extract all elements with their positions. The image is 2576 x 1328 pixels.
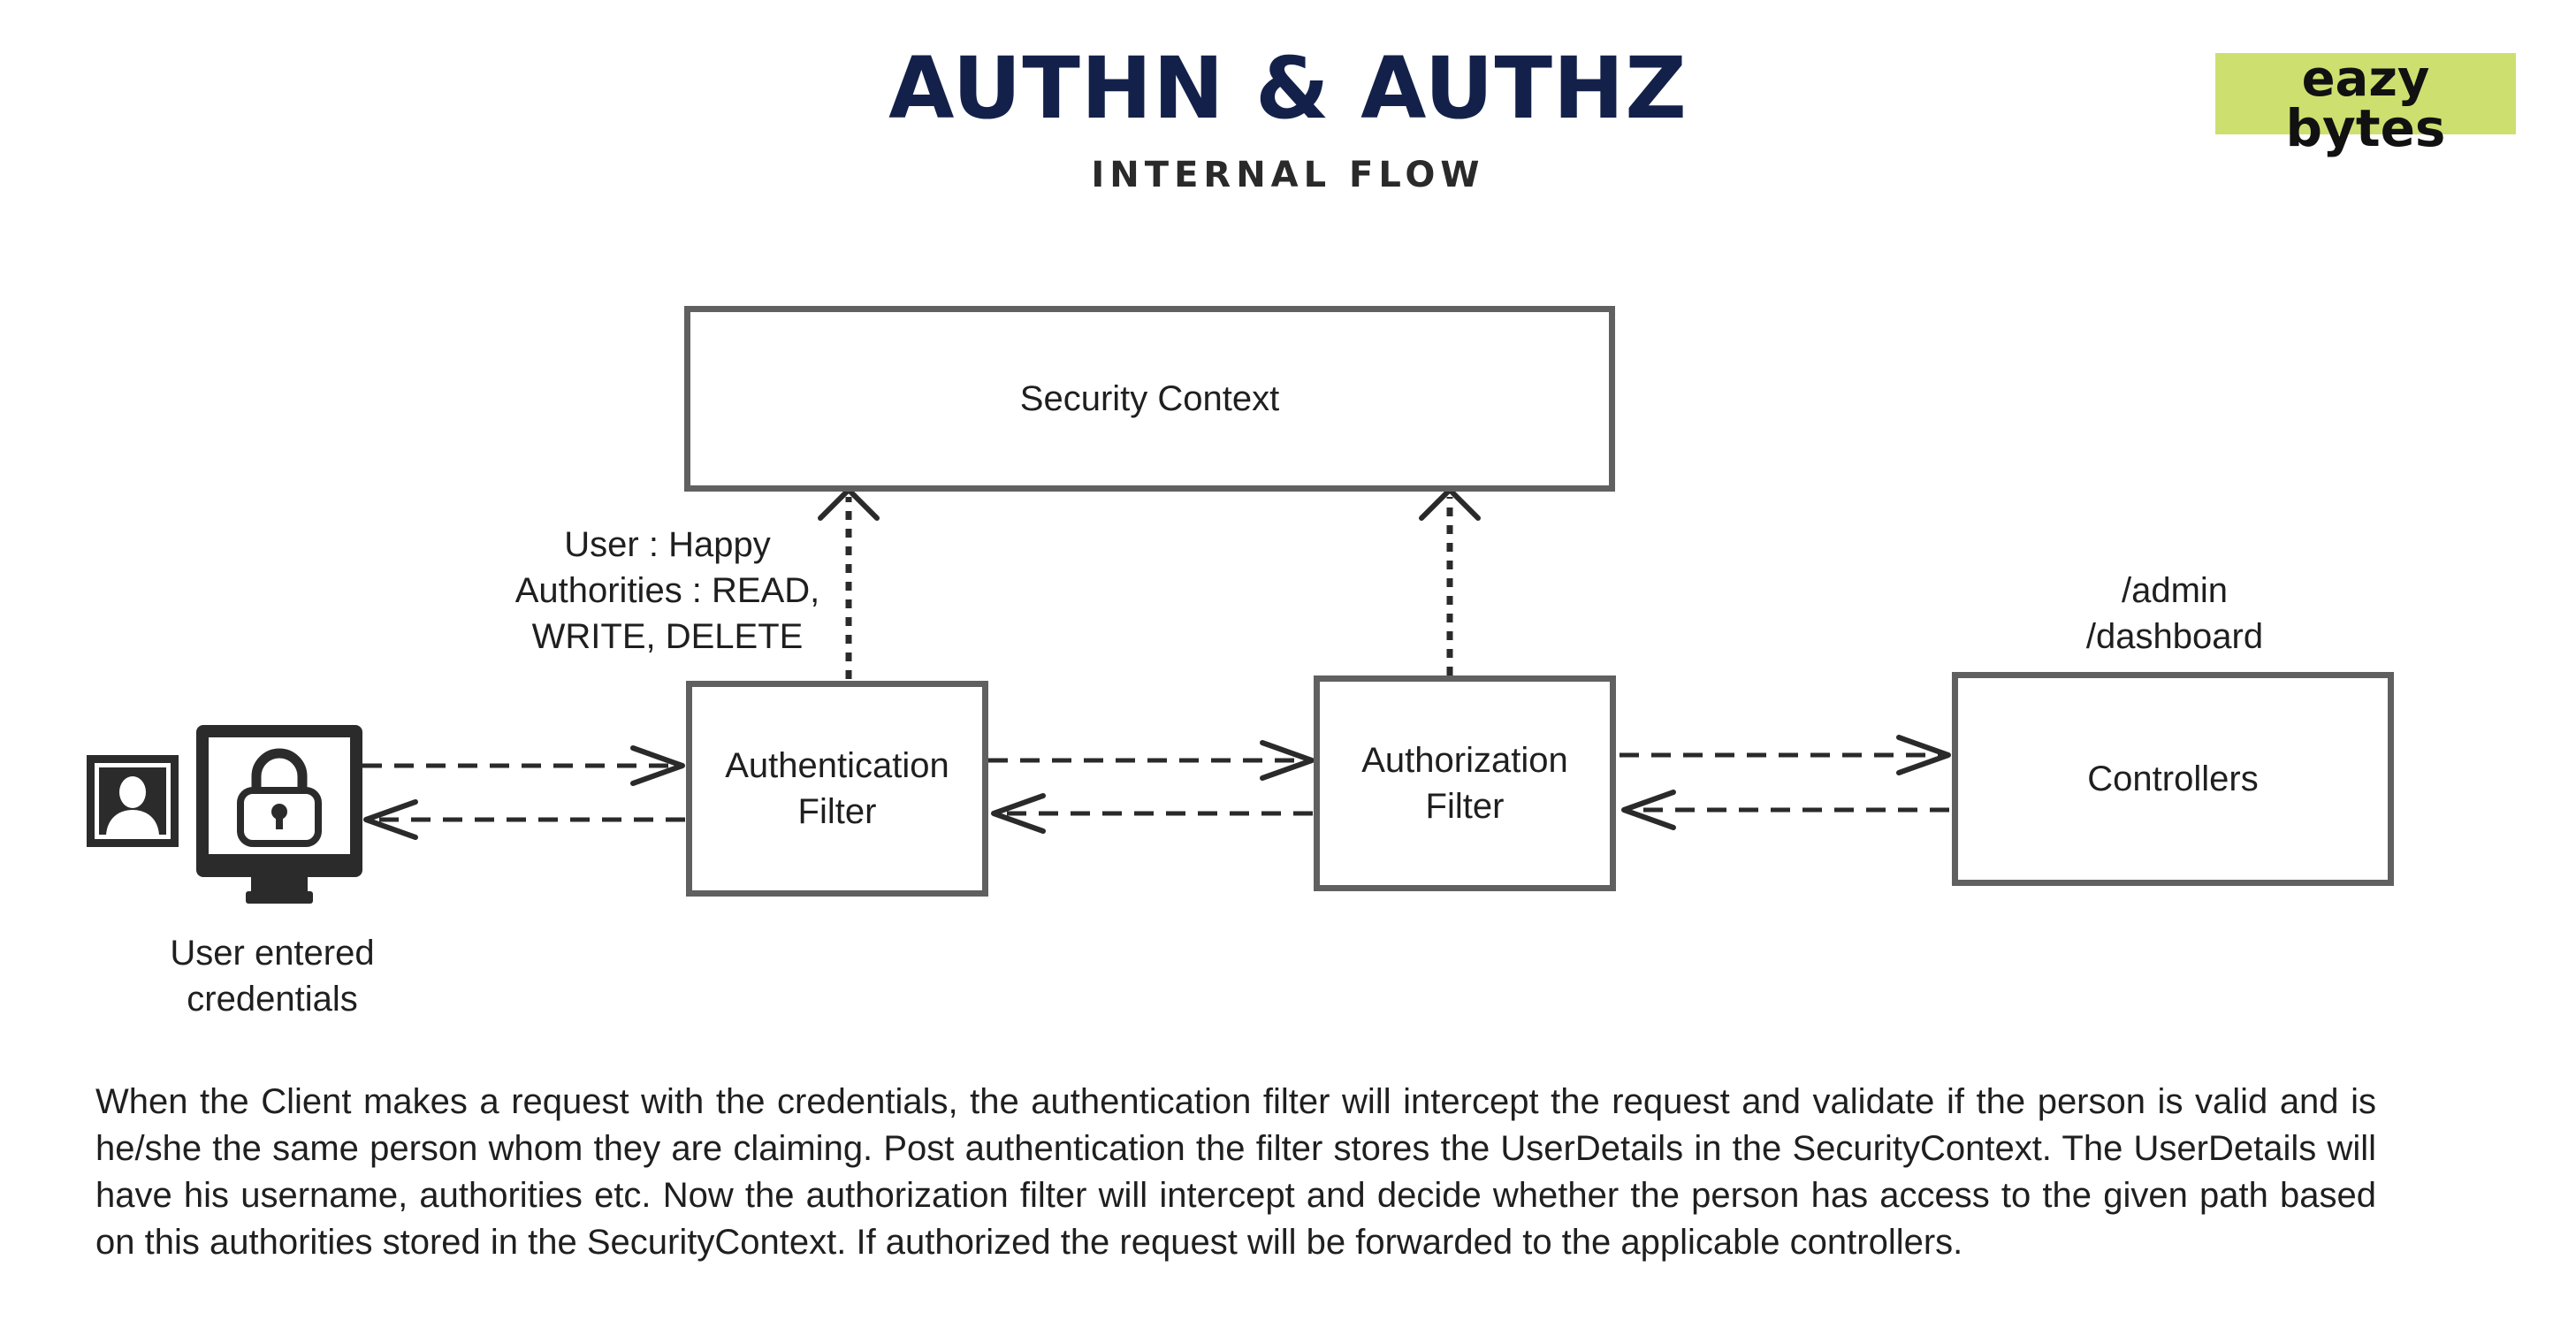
- eazybytes-logo: eazy bytes: [2215, 50, 2516, 154]
- client-label: User entered credentials: [131, 930, 414, 1022]
- security-context-label: Security Context: [1019, 379, 1280, 418]
- authentication-filter-label-line1: Authentication: [725, 746, 949, 785]
- user-details-line3: WRITE, DELETE: [531, 617, 804, 656]
- client-label-line2: credentials: [187, 980, 358, 1019]
- arrowhead-right: [1260, 740, 1315, 781]
- user-icon: [87, 755, 179, 847]
- security-context-box: Security Context: [684, 306, 1615, 492]
- path-line2: /dashboard: [2085, 617, 2264, 656]
- arrowhead-left: [1621, 790, 1676, 830]
- arrowhead-right: [630, 745, 685, 786]
- controllers-label: Controllers: [2087, 759, 2259, 798]
- logo-line-1: eazy: [2301, 50, 2430, 108]
- monitor-lock-icon: [196, 725, 362, 904]
- authentication-filter-box: Authentication Filter: [686, 681, 988, 897]
- arrowhead-left: [363, 799, 418, 840]
- user-details-label: User : Happy Authorities : READ, WRITE, …: [491, 522, 844, 660]
- arrowhead-left: [991, 793, 1046, 834]
- authentication-filter-label-line2: Filter: [797, 792, 877, 831]
- path-line1: /admin: [2121, 571, 2229, 610]
- authorization-filter-label-line2: Filter: [1425, 787, 1505, 826]
- client-label-line1: User entered: [170, 934, 375, 973]
- page-subtitle: INTERNAL FLOW: [1091, 155, 1485, 195]
- authorization-filter-label-line1: Authorization: [1361, 741, 1568, 780]
- controllers-box: Controllers: [1952, 672, 2394, 886]
- user-details-line2: Authorities : READ,: [514, 571, 820, 610]
- authorization-filter-box: Authorization Filter: [1314, 675, 1616, 891]
- path-label: /admin /dashboard: [1998, 568, 2351, 660]
- logo-line-2: bytes: [2285, 98, 2446, 158]
- user-details-line1: User : Happy: [564, 525, 771, 564]
- description-paragraph: When the Client makes a request with the…: [95, 1082, 2376, 1262]
- arrowhead-right: [1896, 735, 1951, 775]
- page-title: AUTHN & AUTHZ: [888, 39, 1688, 138]
